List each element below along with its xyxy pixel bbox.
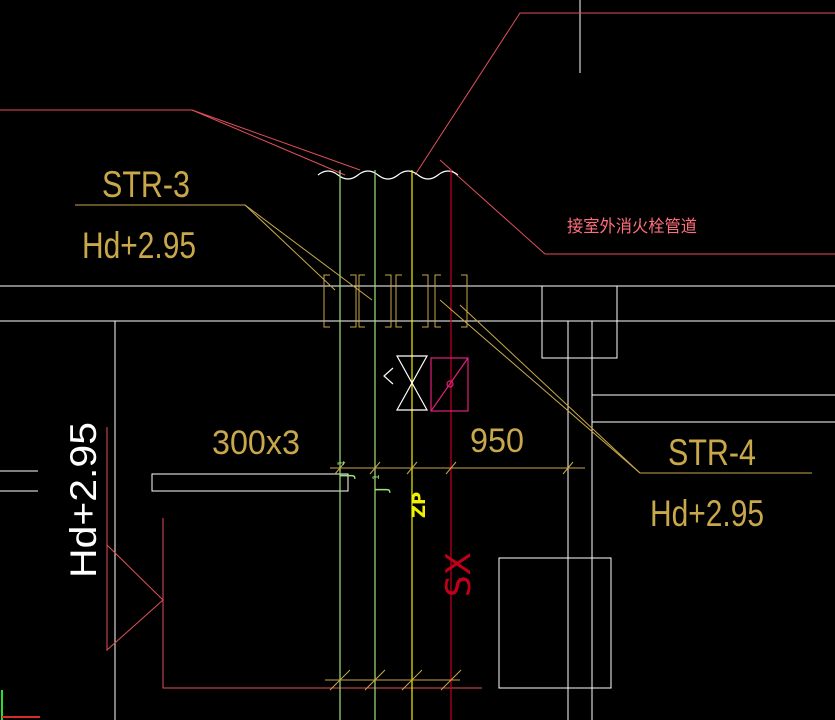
pipe-label-j1-b: J 1 [372,474,391,493]
dimension-lines [325,461,585,691]
svg-text:J: J [337,473,356,479]
label-str3: STR-3 [102,164,190,205]
pipe-label-j1-a: J 1 [337,460,356,479]
wall-outlines [0,12,835,689]
pump-box-icon [430,357,469,412]
label-str4-elevation: Hd+2.95 [650,493,764,534]
pipe-sleeves [323,274,468,328]
valve-icon [383,355,429,411]
pipe-lines [339,170,452,720]
label-str4: STR-4 [668,432,756,473]
label-left-elevation: Hd+2.95 [63,422,104,578]
ucs-icon [1,690,40,720]
svg-text:1: 1 [372,474,382,480]
svg-text:1: 1 [337,460,347,466]
label-str3-elevation: Hd+2.95 [82,225,196,266]
svg-text:J: J [372,487,391,493]
dimension-950: 950 [470,422,524,460]
pipe-label-zp: ZP [409,492,430,518]
dimension-300x3: 300x3 [212,424,300,462]
pipe-label-sx: SX [439,552,479,597]
leader-lines [75,204,812,474]
note-outdoor-hydrant-pipe: 接室外消火栓管道 [567,217,697,237]
